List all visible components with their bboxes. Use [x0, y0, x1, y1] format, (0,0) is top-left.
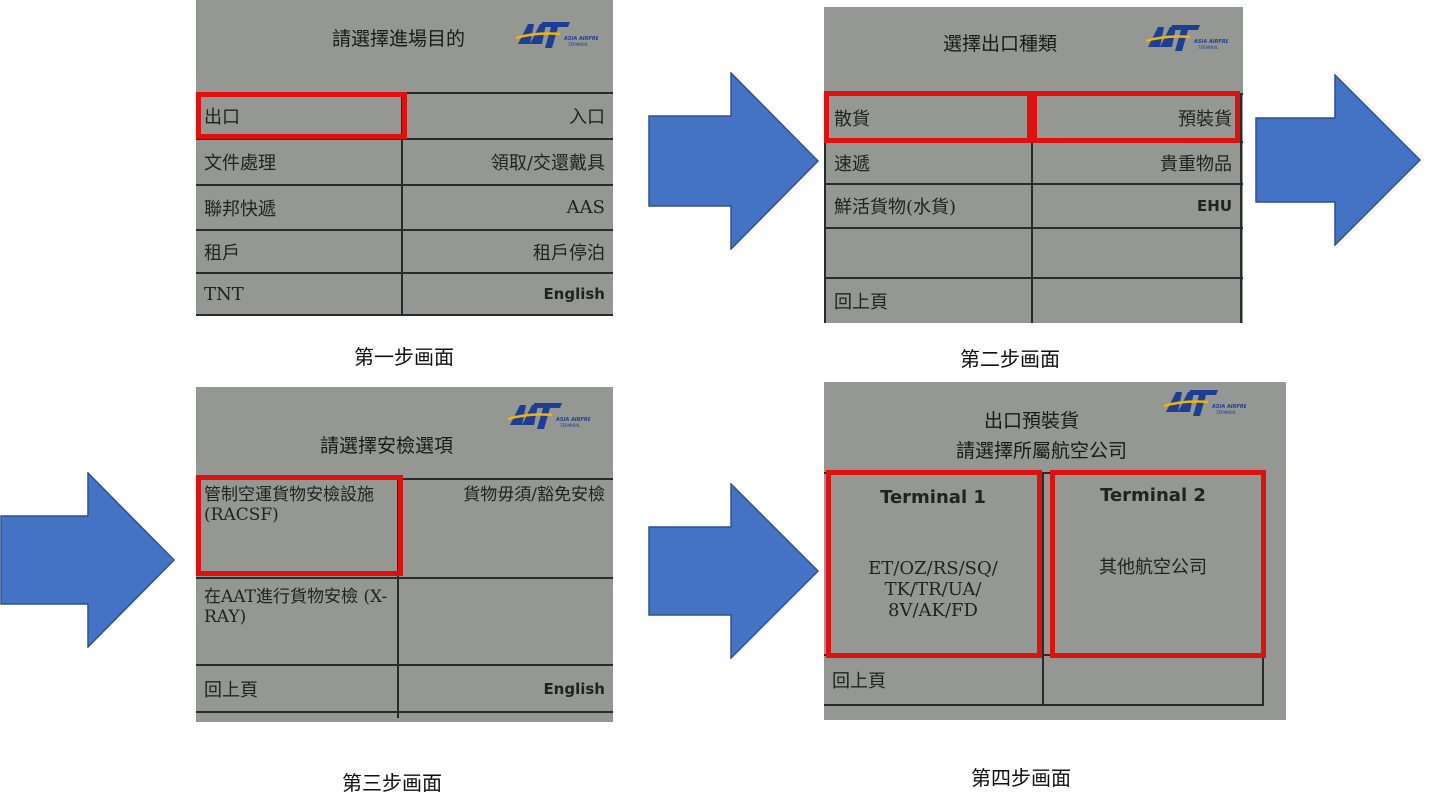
courier-button[interactable]: 速遞 — [834, 154, 870, 175]
documents-button[interactable]: 文件處理 — [204, 153, 276, 174]
step4-caption: 第四步画面 — [971, 766, 1071, 790]
terminal1-airlines-line2[interactable]: TK/TR/UA/ — [884, 579, 982, 600]
tenant-button[interactable]: 租戶 — [204, 242, 240, 264]
arrow-right-icon — [1255, 74, 1422, 246]
back-button[interactable]: 回上頁 — [204, 679, 258, 701]
back-button[interactable]: 回上頁 — [834, 292, 888, 313]
aat-logo-icon — [508, 401, 590, 431]
aas-button[interactable]: AAS — [566, 197, 605, 218]
arrow-right-icon — [0, 472, 176, 648]
step3-caption: 第三步画面 — [342, 771, 442, 795]
ehu-button[interactable]: EHU — [1197, 197, 1232, 215]
step2-screen: 選擇出口種類 散貨 預裝貨 速遞 貴重物品 鮮活貨物(水貨) EHU 回上頁 — [824, 7, 1243, 323]
highlight-terminal2 — [1050, 470, 1266, 658]
xray-button[interactable]: 在AAT進行貨物安檢 (X-RAY) — [204, 587, 388, 627]
highlight-racsf — [196, 475, 403, 576]
import-button[interactable]: 入口 — [569, 107, 605, 128]
terminal2-label: Terminal 2 — [1100, 484, 1206, 506]
highlight-terminal1 — [826, 470, 1042, 658]
tnt-button[interactable]: TNT — [204, 283, 244, 305]
arrow-right-icon — [648, 483, 820, 659]
perishables-button[interactable]: 鮮活貨物(水貨) — [834, 197, 957, 218]
aat-logo-icon — [1146, 23, 1228, 53]
prepacked-cargo-button[interactable]: 預裝貨 — [1178, 109, 1232, 130]
terminal1-airlines-line3[interactable]: 8V/AK/FD — [888, 600, 978, 621]
step2-caption: 第二步画面 — [960, 347, 1060, 371]
empty-cell-left — [826, 229, 1031, 277]
step1-screen: 請選擇進場目的 出口 入口 文件處理 領取/交還戴具 聯邦快遞 AAS 租戶 租… — [196, 0, 613, 316]
step1-caption: 第一步画面 — [354, 345, 454, 369]
empty-cell-bottom — [1033, 279, 1240, 323]
step2-title: 選擇出口種類 — [943, 33, 1058, 55]
highlight-loose-cargo — [824, 91, 1032, 143]
valuables-button[interactable]: 貴重物品 — [1160, 154, 1232, 175]
loose-cargo-button[interactable]: 散貨 — [834, 109, 870, 130]
tenant-parking-button[interactable]: 租戶停泊 — [533, 242, 605, 264]
highlight-prepacked-cargo — [1032, 91, 1240, 143]
racsf-button[interactable]: 管制空運貨物安檢設施 (RACSF) — [204, 485, 374, 525]
arrow-right-icon — [648, 72, 820, 250]
highlight-export — [196, 92, 407, 139]
aat-logo-icon — [1164, 388, 1246, 418]
aat-logo-icon — [516, 20, 598, 50]
english-button[interactable]: English — [543, 679, 605, 698]
back-button[interactable]: 回上頁 — [832, 671, 886, 692]
export-button[interactable]: 出口 — [204, 107, 240, 128]
terminal2-airlines[interactable]: 其他航空公司 — [1099, 557, 1207, 578]
step3-screen: 請選擇安檢選項 管制空運貨物安檢設施 (RACSF) 貨物毋須/豁免安檢 在AA… — [196, 387, 613, 722]
fedex-button[interactable]: 聯邦快遞 — [204, 198, 276, 220]
terminal1-airlines-line1[interactable]: ET/OZ/RS/SQ/ — [868, 558, 998, 579]
exempt-screening-button[interactable]: 貨物毋須/豁免安檢 — [463, 485, 605, 505]
step3-title: 請選擇安檢選項 — [320, 435, 454, 457]
empty-cell-right — [1033, 229, 1240, 277]
step1-title: 請選擇進場目的 — [332, 28, 466, 50]
uld-button[interactable]: 領取/交還戴具 — [490, 153, 605, 174]
step4-title-line2: 請選擇所屬航空公司 — [956, 440, 1128, 462]
terminal1-label: Terminal 1 — [880, 486, 986, 508]
english-button[interactable]: English — [543, 285, 605, 303]
step4-screen: 出口預裝貨 請選擇所屬航空公司 Terminal 1 ET/OZ/RS/SQ/ … — [824, 382, 1286, 720]
step4-title-line1: 出口預裝貨 — [984, 410, 1080, 432]
